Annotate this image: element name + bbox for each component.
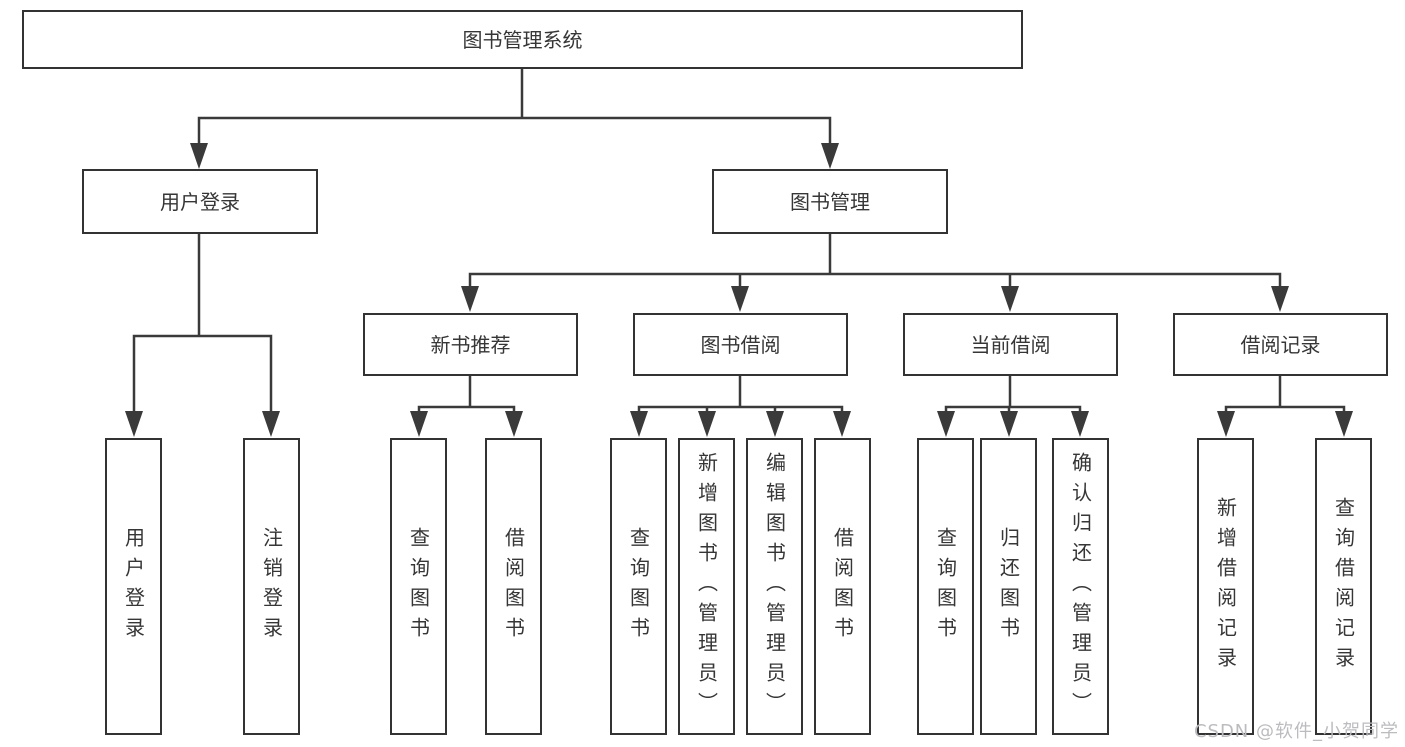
leaf-return-book: 归还图书	[980, 438, 1037, 735]
node-library-system: 图书管理系统	[22, 10, 1023, 69]
node-current-borrowing: 当前借阅	[903, 313, 1118, 376]
leaf-logout: 注销登录	[243, 438, 300, 735]
node-book-management: 图书管理	[712, 169, 948, 234]
watermark-text: CSDN @软件_小贺同学	[1193, 721, 1399, 742]
leaf-borrow-books-borrowing: 借阅图书	[814, 438, 871, 735]
node-user-login: 用户登录	[82, 169, 318, 234]
leaf-add-book-admin: 新增图书（管理员）	[678, 438, 735, 735]
node-borrowing-records: 借阅记录	[1173, 313, 1388, 376]
leaf-query-borrow-record: 查询借阅记录	[1315, 438, 1372, 735]
leaf-confirm-return-admin: 确认归还（管理员）	[1052, 438, 1109, 735]
leaf-query-books-borrowing: 查询图书	[610, 438, 667, 735]
leaf-query-books-recommend: 查询图书	[390, 438, 447, 735]
node-new-book-recommendation: 新书推荐	[363, 313, 578, 376]
node-book-borrowing: 图书借阅	[633, 313, 848, 376]
leaf-query-books-current: 查询图书	[917, 438, 974, 735]
leaf-user-login: 用户登录	[105, 438, 162, 735]
leaf-add-borrow-record: 新增借阅记录	[1197, 438, 1254, 735]
leaf-borrow-books-recommend: 借阅图书	[485, 438, 542, 735]
leaf-edit-book-admin: 编辑图书（管理员）	[746, 438, 803, 735]
